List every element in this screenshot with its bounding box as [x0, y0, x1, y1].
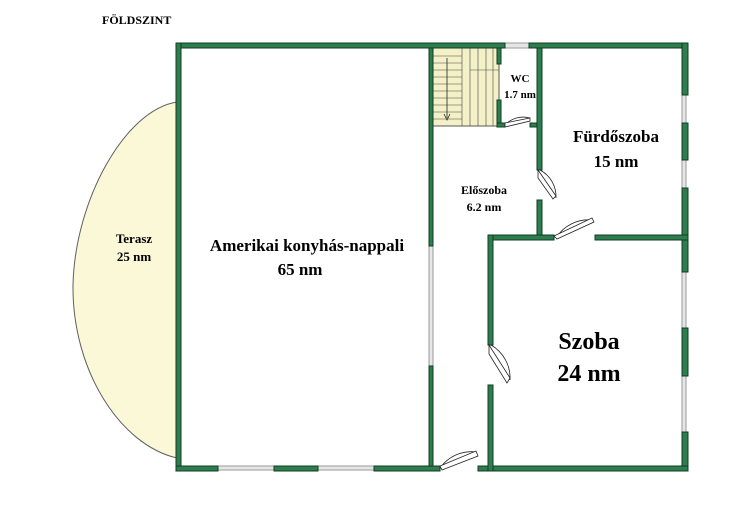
staircase — [432, 47, 500, 127]
door-wc — [504, 116, 531, 128]
door-bathroom — [537, 168, 557, 200]
wc-area: 1.7 nm — [504, 89, 536, 101]
terrace-area — [72, 101, 178, 459]
door-entrance — [439, 450, 479, 471]
door-bedroom-left — [488, 343, 511, 384]
walls — [175, 42, 689, 472]
terrace-name: Terasz — [116, 231, 153, 246]
living-name: Amerikai konyhás-nappali — [210, 236, 404, 255]
doors — [439, 116, 595, 471]
bathroom-name: Fürdőszoba — [573, 127, 659, 146]
bedroom-name: Szoba — [558, 329, 619, 355]
bathroom-area: 15 nm — [594, 152, 639, 171]
floor-title: FÖLDSZINT — [102, 13, 171, 27]
terrace-area-label: 25 nm — [117, 249, 151, 264]
door-bedroom-top — [553, 217, 595, 240]
hall-name: Előszoba — [461, 183, 507, 197]
living-area: 65 nm — [278, 260, 323, 279]
bedroom-area: 24 nm — [557, 361, 620, 387]
hall-area: 6.2 nm — [467, 200, 502, 214]
wc-name: WC — [511, 73, 530, 85]
